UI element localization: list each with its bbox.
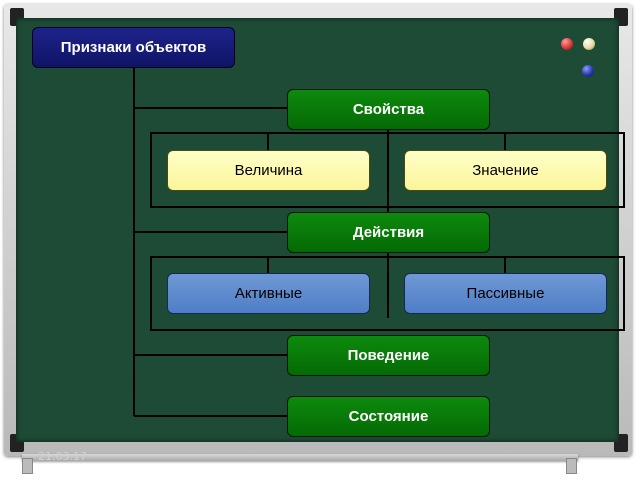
category-actions-label: Действия	[352, 224, 425, 241]
marker-tray	[22, 454, 578, 461]
cream-magnet-icon	[583, 38, 595, 50]
property-value-label: Значение	[472, 162, 539, 179]
actions-subframe	[150, 256, 625, 331]
tray-end-left	[22, 458, 33, 474]
category-behavior: Поведение	[287, 335, 490, 376]
category-state: Состояние	[287, 396, 490, 437]
action-passive: Пассивные	[404, 273, 607, 314]
category-actions: Действия	[287, 212, 490, 253]
category-state-label: Состояние	[348, 408, 429, 425]
property-magnitude: Величина	[167, 150, 370, 191]
red-magnet-icon	[561, 38, 573, 50]
tray-end-right	[566, 458, 577, 474]
action-active: Активные	[167, 273, 370, 314]
blue-magnet-icon	[582, 65, 594, 77]
category-properties: Свойства	[287, 89, 490, 130]
category-behavior-label: Поведение	[347, 347, 430, 364]
property-magnitude-label: Величина	[234, 162, 303, 179]
action-passive-label: Пассивные	[466, 285, 545, 302]
category-properties-label: Свойства	[352, 101, 425, 118]
action-active-label: Активные	[234, 285, 303, 302]
slide-date: 21.03.17	[38, 450, 87, 463]
root-node: Признаки объектов	[32, 27, 235, 68]
property-value: Значение	[404, 150, 607, 191]
root-node-label: Признаки объектов	[60, 39, 207, 56]
